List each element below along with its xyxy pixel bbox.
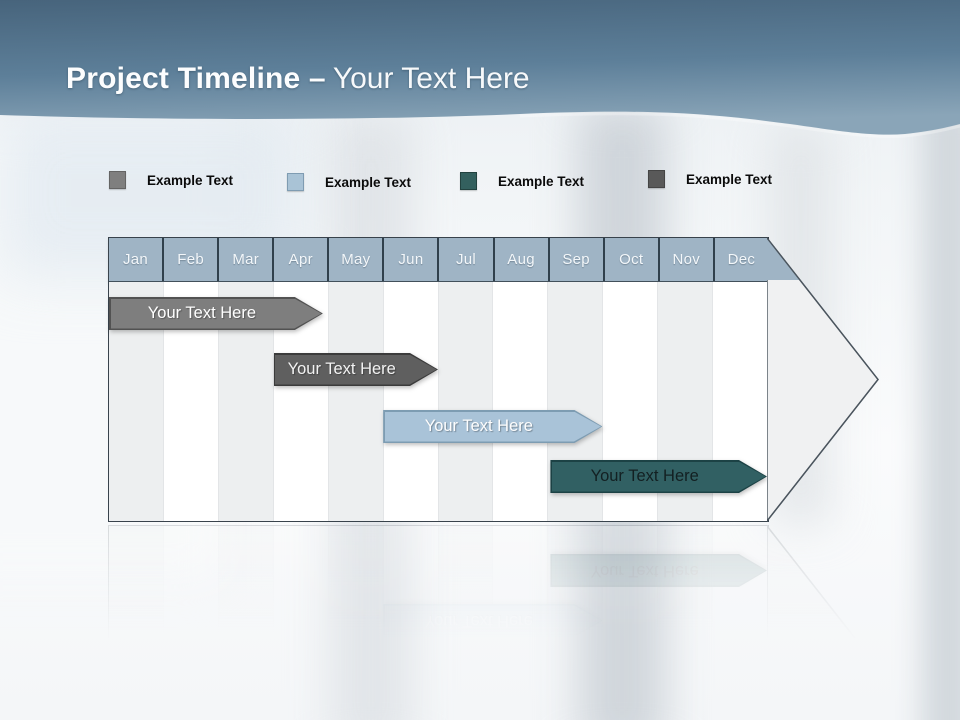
legend-swatch-teal [460,172,477,190]
month-column [383,282,439,521]
timeline-table: Jan Feb Mar Apr May Jun Jul Aug Sep Oct … [108,237,769,522]
timeline-bar-3: Your Text Here [383,410,602,443]
legend-swatch-lightblue [287,173,304,191]
month-column [328,282,384,521]
legend-label: Example Text [686,171,773,187]
timeline-bar-fill [111,299,322,329]
background-blur-shape [922,105,960,720]
month-cell-jun: Jun [384,238,440,281]
legend-item: Example Text [460,172,584,190]
timeline-bar-label: Your Text Here [424,417,533,435]
timeline-bar-label: Your Text Here [287,360,396,378]
month-cell-dec: Dec [727,251,756,268]
legend-swatch-darkgray [648,170,665,188]
timeline-bar-4: Your Text Here [550,460,767,493]
slide-title-main: Project Timeline – [66,62,326,95]
timeline-bar-2: Your Text Here [274,353,439,386]
slide-title: Project Timeline –Your Text Here [66,62,530,96]
month-cell-aug: Aug [495,238,550,281]
month-cell-apr: Apr [274,238,330,281]
month-header-row: Jan Feb Mar Apr May Jun Jul Aug Sep Oct … [109,238,768,282]
timeline-bar-label: Your Text Here [590,467,699,485]
timeline-bar-fill [275,355,437,385]
legend-swatch-gray [109,171,126,189]
timeline-body: Your Text Here Your Text Here Your Text … [109,282,769,521]
month-cell-nov: Nov [660,238,715,281]
month-cell-oct: Oct [605,238,660,281]
legend-item: Example Text [109,171,233,189]
title-band-wave [0,0,960,138]
legend-label: Example Text [498,173,585,189]
timeline-bar-fill [385,412,601,442]
slide-title-sub: Your Text Here [332,62,530,95]
month-column [438,282,494,521]
month-cell-feb: Feb [164,238,220,281]
month-cell-sep: Sep [550,238,605,281]
timeline-bar-label: Your Text Here [147,304,257,322]
month-cell-may: May [329,238,385,281]
legend-label: Example Text [325,174,412,190]
month-cell-mar: Mar [219,238,275,281]
month-cell-jul: Jul [439,238,495,281]
timeline-arrow-head [767,237,879,522]
legend-item: Example Text [287,173,411,191]
timeline-bar-fill [552,462,766,492]
timeline-bar-1: Your Text Here [109,297,323,330]
timeline-chart: Jan Feb Mar Apr May Jun Jul Aug Sep Oct … [108,237,898,522]
month-column [493,282,549,521]
month-cell-jan: Jan [109,238,165,281]
legend-label: Example Text [147,172,234,188]
title-band: Project Timeline –Your Text Here [0,0,960,150]
legend-item: Example Text [648,170,772,188]
